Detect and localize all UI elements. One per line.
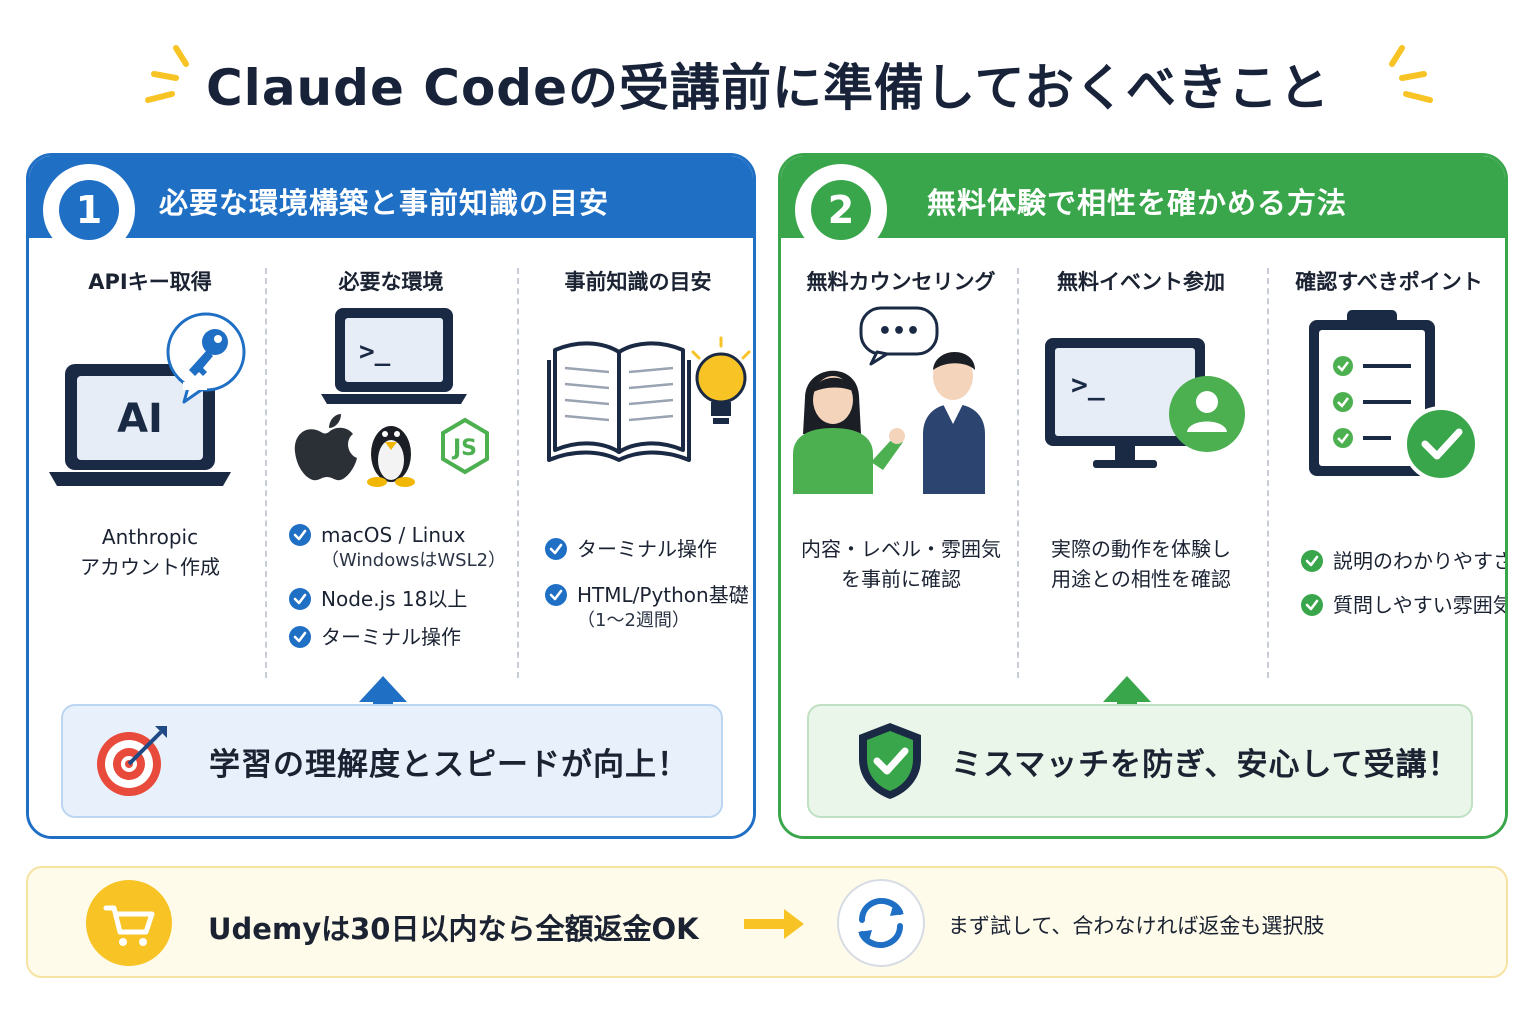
column-environment: 必要な環境 >_ JS xyxy=(271,266,511,676)
advice-text: まず試して、合わなければ返金も選択肢 xyxy=(948,914,1325,938)
laptop-ai-key-icon: AI xyxy=(49,312,246,486)
panel-title: 無料体験で相性を確かめる方法 xyxy=(927,186,1348,220)
counseling-people-icon: ••• xyxy=(793,306,985,494)
check-circle-icon xyxy=(1301,594,1323,616)
panel-environment: 1 必要な環境構築と事前知識の目安 APIキー取得 AI Anthropic ア… xyxy=(26,153,756,839)
cart-icon xyxy=(86,880,172,966)
list-item: ターミナル操作 xyxy=(289,624,511,650)
panel-title: 必要な環境構築と事前知識の目安 xyxy=(159,186,610,220)
arrow-right-icon xyxy=(744,909,804,939)
column-divider xyxy=(517,268,519,678)
column-title: 必要な環境 xyxy=(338,270,444,294)
requirement-list: macOS / Linux （WindowsはWSL2） Node.js 18以… xyxy=(289,522,511,662)
item-text: Node.js 18以上 xyxy=(321,587,468,611)
column-counseling: 無料カウンセリング ••• 内容・レベル・雰囲気 を事前に確認 xyxy=(787,266,1015,676)
result-box: ミスマッチを防ぎ、安心して受講！ xyxy=(807,704,1473,818)
page-title: Claude Codeの受講前に準備しておくべきこと xyxy=(205,59,1331,117)
panel-header xyxy=(781,156,1505,238)
column-free-event: 無料イベント参加 >_ 実際の動作を体験し 用途との相性を確認 xyxy=(1021,266,1261,676)
arrow-up-icon xyxy=(1103,676,1151,722)
column-prior-knowledge: 事前知識の目安 ターミナル操作 HTML/Python基礎 xyxy=(523,266,753,676)
linux-icon xyxy=(367,426,415,487)
column-description: 内容・レベル・雰囲気 を事前に確認 xyxy=(787,534,1015,594)
column-check-points: 確認すべきポイント 説明のわかりやすさ 質問しやすい雰 xyxy=(1271,266,1508,676)
step-number-badge: 1 xyxy=(43,164,135,256)
list-item: 説明のわかりやすさ xyxy=(1301,548,1508,574)
description-line-2: を事前に確認 xyxy=(841,567,961,591)
check-points-list: 説明のわかりやすさ 質問しやすい雰囲気 xyxy=(1301,548,1508,630)
terminal-prompt-text: >_ xyxy=(1071,368,1105,401)
target-icon xyxy=(97,726,167,796)
item-text: 説明のわかりやすさ xyxy=(1333,549,1508,573)
column-divider xyxy=(265,268,267,678)
sparkle-right-icon xyxy=(1389,45,1433,103)
refund-text: Udemyは30日以内なら全額返金OK xyxy=(208,912,699,946)
laptop-screen-text: AI xyxy=(117,396,163,442)
result-box: 学習の理解度とスピードが向上！ xyxy=(61,704,723,818)
step-number-badge: 2 xyxy=(795,164,887,256)
panel-free-trial: 2 無料体験で相性を確かめる方法 無料カウンセリング ••• 内容・レベル・雰囲… xyxy=(778,153,1508,839)
column-divider xyxy=(1017,268,1019,678)
check-circle-icon xyxy=(1301,550,1323,572)
column-title: APIキー取得 xyxy=(88,270,212,294)
panel-header xyxy=(29,156,753,238)
description-line-1: 実際の動作を体験し xyxy=(1051,537,1231,561)
column-title: 無料イベント参加 xyxy=(1057,270,1225,294)
list-item: ターミナル操作 xyxy=(545,536,753,562)
column-divider xyxy=(1267,268,1269,678)
check-circle-icon xyxy=(545,584,567,606)
description-line-2: アカウント作成 xyxy=(80,555,220,579)
shield-check-icon xyxy=(859,723,921,799)
result-text: 学習の理解度とスピードが向上！ xyxy=(209,746,689,783)
item-text: 質問しやすい雰囲気 xyxy=(1333,593,1508,617)
column-title: 事前知識の目安 xyxy=(564,270,712,294)
list-item: Node.js 18以上 xyxy=(289,586,511,612)
item-text: HTML/Python基礎 xyxy=(577,583,749,607)
check-circle-icon xyxy=(545,538,567,560)
item-subtext: （WindowsはWSL2） xyxy=(321,550,507,571)
book-lightbulb-icon xyxy=(547,336,751,462)
arrow-up-icon xyxy=(359,676,407,722)
description-line-1: Anthropic xyxy=(101,525,199,549)
item-text: ターミナル操作 xyxy=(577,537,717,561)
step-number: 1 xyxy=(59,180,119,240)
step-number: 2 xyxy=(811,180,871,240)
check-circle-icon xyxy=(289,626,311,648)
result-text: ミスマッチを防ぎ、安心して受講！ xyxy=(951,746,1460,783)
item-subtext: （1〜2週間） xyxy=(577,610,690,631)
nodejs-icon: JS xyxy=(441,417,489,475)
list-item: 質問しやすい雰囲気 xyxy=(1301,592,1508,618)
list-item: HTML/Python基礎 （1〜2週間） xyxy=(545,582,753,634)
description-line-1: 内容・レベル・雰囲気 xyxy=(801,537,1001,561)
sparkle-left-icon xyxy=(145,45,189,103)
refresh-icon xyxy=(837,879,925,967)
column-title: 確認すべきポイント xyxy=(1295,270,1483,294)
check-circle-icon xyxy=(289,524,311,546)
clipboard-check-icon xyxy=(1309,310,1479,482)
title-area: Claude Codeの受講前に準備しておくべきこと xyxy=(0,40,1536,130)
item-text: macOS / Linux xyxy=(321,523,466,547)
column-description: Anthropic アカウント作成 xyxy=(39,522,261,582)
column-description: 実際の動作を体験し 用途との相性を確認 xyxy=(1021,534,1261,594)
bubble-text: ••• xyxy=(878,319,920,344)
laptop-terminal-icon: >_ JS xyxy=(294,308,489,487)
description-line-2: 用途との相性を確認 xyxy=(1051,567,1231,591)
list-item: macOS / Linux （WindowsはWSL2） xyxy=(289,522,511,574)
terminal-prompt-text: >_ xyxy=(359,337,391,367)
svg-text:JS: JS xyxy=(451,436,477,461)
checklist-items xyxy=(1333,356,1411,448)
refund-banner: Udemyは30日以内なら全額返金OK まず試して、合わなければ返金も選択肢 xyxy=(26,866,1508,978)
monitor-user-icon: >_ xyxy=(1045,338,1245,468)
apple-icon xyxy=(294,414,357,481)
knowledge-list: ターミナル操作 HTML/Python基礎 （1〜2週間） xyxy=(545,536,753,646)
column-title: 無料カウンセリング xyxy=(806,270,996,294)
column-api-key: APIキー取得 AI Anthropic アカウント作成 xyxy=(39,266,261,676)
item-text: ターミナル操作 xyxy=(321,625,461,649)
check-circle-icon xyxy=(289,588,311,610)
